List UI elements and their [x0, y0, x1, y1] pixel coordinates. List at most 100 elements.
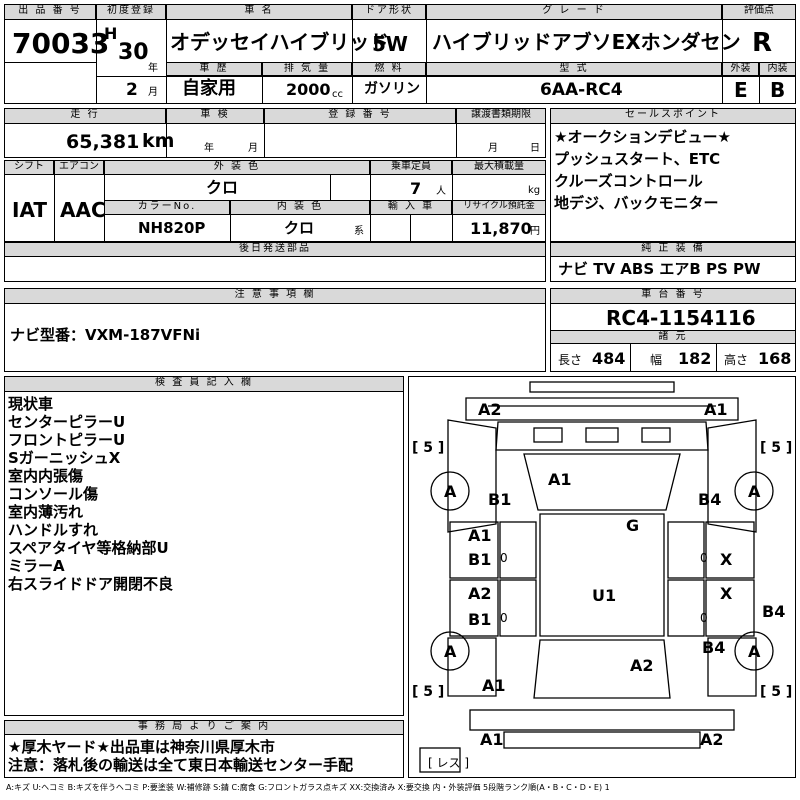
model: 6AA-RC4 [540, 80, 623, 100]
ac-header: エアコン [54, 160, 104, 175]
int-header: 内装 [759, 62, 796, 76]
model-header: 型 式 [426, 62, 722, 76]
score-header: 評価点 [722, 4, 796, 20]
sales-points-list: ★オークションデビュー★ プッシュスタート、ETC クルーズコントロール 地デジ… [554, 128, 731, 212]
damage-l-door-b1: B1 [468, 550, 492, 569]
recycle: 11,870 [470, 219, 532, 238]
int-color-header: 内 装 色 [230, 200, 370, 215]
pillar-mark: 0 [500, 551, 508, 565]
damage-l-door-b1b: B1 [468, 610, 492, 629]
later-parts-header: 後日発送部品 [4, 242, 546, 257]
sales-point: ★オークションデビュー★ [554, 128, 731, 146]
left-rear-door [449, 579, 499, 637]
inspector-line: SガーニッシュX [8, 449, 121, 467]
shift: IAT [12, 198, 48, 222]
damage-r-door-x2: X [720, 584, 733, 603]
damage-r-rear-b4: B4 [762, 602, 786, 621]
grade-header: グ レ ー ド [426, 4, 722, 20]
tire-depth-fr: [ 5 ] [760, 440, 793, 456]
chassis-no: RC4-1154116 [606, 306, 756, 330]
left-quarter [447, 637, 497, 697]
year-unit: 年 [148, 63, 158, 74]
sales-point: クルーズコントロール [554, 172, 703, 190]
length: 484 [592, 349, 626, 368]
damage-r-door-x1: X [720, 550, 733, 569]
dims-header: 諸 元 [550, 330, 796, 344]
legend: A:キズ U:ヘコミ B:キズを伴うヘコミ P:要塗装 W:補修跡 S:錆 C:… [6, 783, 610, 792]
genuine-equipment: ナビ TV ABS エアB PS PW [558, 260, 761, 278]
lot-no-header: 出 品 番 号 [4, 4, 96, 20]
inspector-line: ミラーA [8, 557, 65, 575]
office-line: 注意：落札後の輸送は全て東日本輸送センター手配 [8, 756, 354, 774]
damage-rear-bumper-r: A2 [700, 730, 724, 749]
damage-l-door-a1: A1 [468, 526, 492, 545]
car-name: オデッセイハイブリッド [170, 30, 390, 54]
damage-l-door-a2: A2 [468, 584, 492, 603]
damage-diagram-box [408, 376, 796, 778]
width-label: 幅 [650, 353, 663, 367]
score: R [752, 28, 773, 58]
ext-color: クロ [206, 178, 239, 197]
damage-windshield: A1 [548, 470, 572, 489]
damage-l-quarter: A1 [482, 676, 506, 695]
inspector-line: 現状車 [8, 395, 54, 413]
sales-point: 地デジ、バックモニター [554, 194, 719, 212]
capacity-header: 乗車定員 [370, 160, 452, 175]
front-grill-bar [529, 381, 675, 393]
sales-points-header: セールスポイント [550, 108, 796, 124]
lot-no: 70033 [12, 27, 110, 60]
inspector-line: 右スライドドア開閉不良 [8, 575, 174, 593]
damage-interior: U1 [592, 586, 617, 605]
recycle-unit: 円 [530, 226, 540, 237]
damage-tire-fr: A [748, 482, 761, 501]
fuel-header: 燃 料 [352, 62, 426, 76]
ext-color-header: 外 装 色 [104, 160, 370, 175]
damage-rear-glass: A2 [630, 656, 654, 675]
inspector-line: 室内内張傷 [8, 467, 84, 485]
pillar-mark: 0 [700, 551, 708, 565]
max-load-unit: kg [528, 185, 541, 196]
roof [539, 513, 665, 637]
chassis-header: 車 台 番 号 [550, 288, 796, 304]
tire-depth-rr: [ 5 ] [760, 684, 793, 700]
grade: ハイブリッドアブソEXホンダセン [432, 30, 741, 54]
inspector-list: 現状車 センターピラーU フロントピラーU SガーニッシュX 室内内張傷 コンソ… [8, 395, 173, 593]
sales-point: プッシュスタート、ETC [554, 150, 721, 168]
recycle-header: リサイクル預託金 [452, 200, 546, 215]
genuine-header: 純 正 装 備 [550, 242, 796, 257]
damage-fr-corner: A1 [704, 400, 728, 419]
damage-r-rear-b4b: B4 [702, 638, 726, 657]
displacement-unit: cc [332, 89, 343, 100]
insp-month-unit: 月 [248, 143, 258, 154]
damage-tire-rl: A [444, 642, 457, 661]
front-bumper [465, 397, 739, 421]
spare-tire-box [419, 747, 461, 773]
tire-front-right [734, 471, 774, 511]
rear-glass [533, 639, 671, 699]
office-list: ★厚木ヤード★出品車は神奈川県厚木市 注意：落札後の輸送は全て東日本輸送センター… [8, 738, 353, 774]
inspector-header: 検 査 員 記 入 欄 [4, 376, 404, 392]
pillar-mark: 0 [500, 611, 508, 625]
damage-roof: G [626, 516, 640, 535]
left-front-fender [447, 419, 497, 533]
left-front-door [449, 521, 499, 579]
displacement: 2000 [286, 80, 331, 99]
reg-year: 30 [118, 40, 149, 65]
mileage-header: 走 行 [4, 108, 166, 124]
spare-tire-status: [ レス ] [428, 756, 470, 770]
office-header: 事 務 局 よ り ご 案 内 [4, 720, 404, 735]
car-name-header: 車 名 [166, 4, 352, 20]
damage-tire-fl: A [444, 482, 457, 501]
mileage-unit: km [142, 130, 175, 152]
office-line: ★厚木ヤード★出品車は神奈川県厚木市 [8, 738, 275, 756]
ext-header: 外装 [722, 62, 759, 76]
history-header: 車 歴 [166, 62, 262, 76]
length-label: 長さ [558, 353, 583, 367]
color-no-header: カラーNo. [104, 200, 230, 215]
right-quarter [707, 637, 757, 697]
inspector-line: 室内薄汚れ [8, 503, 84, 521]
damage-r-fender: B4 [698, 490, 722, 509]
right-front-fender [707, 419, 757, 533]
shift-header: シフト [4, 160, 54, 175]
right-rear-door [705, 579, 755, 637]
